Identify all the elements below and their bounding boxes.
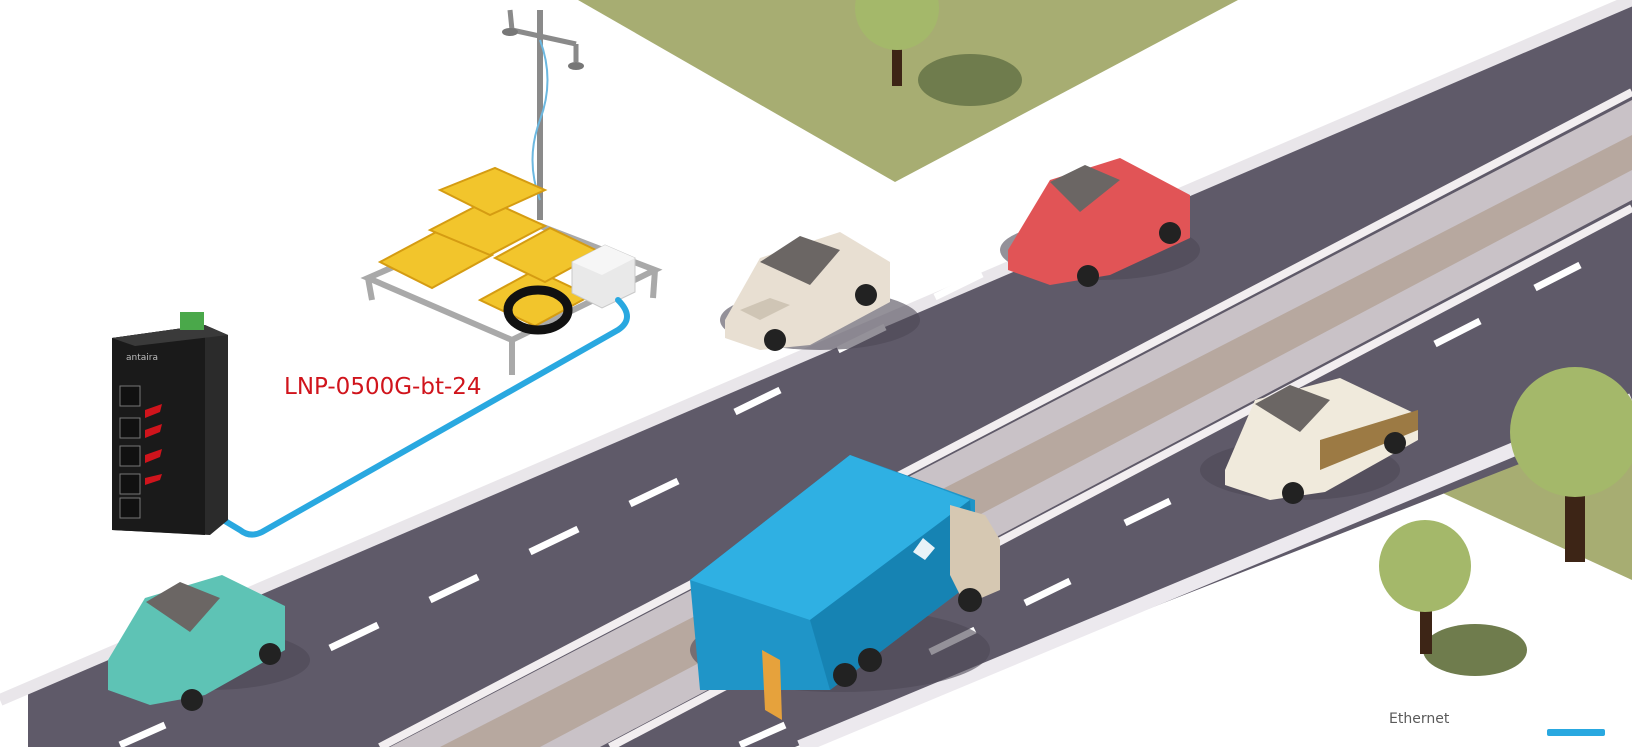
switch-port-4 xyxy=(120,474,140,494)
switch-port-3 xyxy=(120,446,140,466)
industrial-switch: antaira xyxy=(112,312,228,535)
switch-port-5 xyxy=(120,498,140,518)
switch-brand: antaira xyxy=(126,353,158,363)
legend-swatch xyxy=(1547,729,1605,736)
device-label: LNP-0500G-bt-24 xyxy=(284,374,482,400)
legend-label: Ethernet xyxy=(1389,711,1449,727)
switch-port-1 xyxy=(120,386,140,406)
switch-port-2 xyxy=(120,418,140,438)
terminal-block xyxy=(180,312,204,330)
